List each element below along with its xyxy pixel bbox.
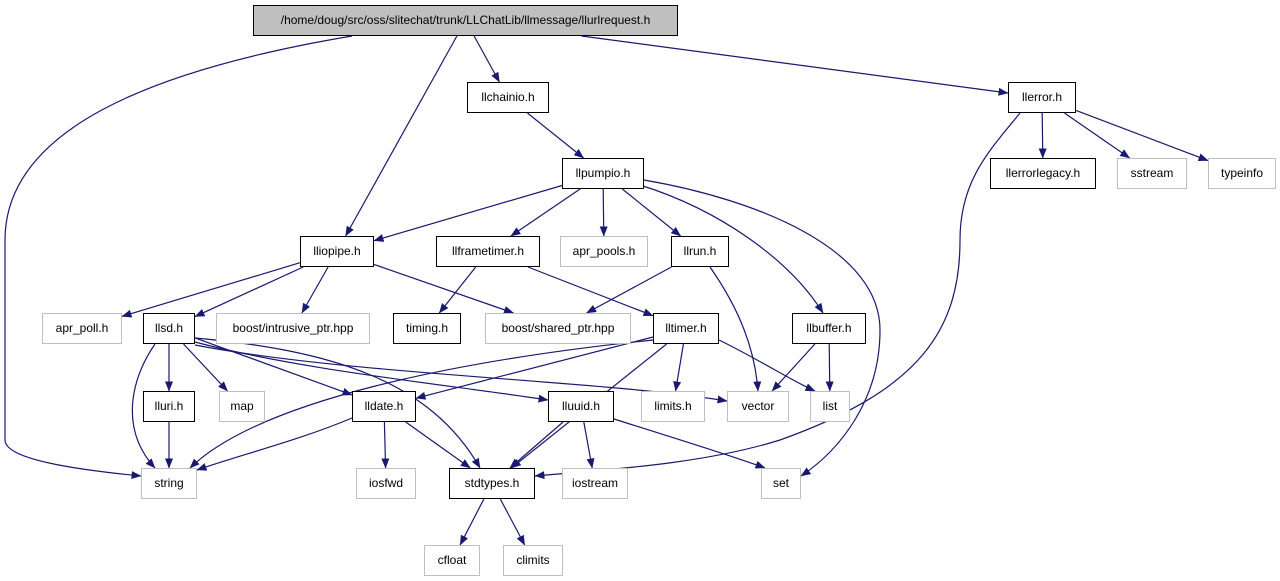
node-llrun[interactable]: llrun.h bbox=[671, 236, 729, 267]
edge-llpumpio-to-llframetimer bbox=[510, 188, 581, 237]
edge-llsd-to-map bbox=[183, 343, 228, 392]
edge-llpumpio-to-set bbox=[643, 179, 881, 477]
node-lliopipe[interactable]: lliopipe.h bbox=[300, 236, 374, 267]
edge-llerror-to-llerrorlegacy bbox=[1038, 112, 1047, 159]
edge-llbuffer-to-list bbox=[825, 343, 834, 392]
edge-lluuid-to-set bbox=[613, 418, 766, 469]
edge-llpumpio-to-llrun bbox=[621, 188, 682, 237]
edge-llurlrequest-to-string bbox=[4, 35, 353, 480]
node-set: set bbox=[761, 468, 801, 499]
edge-lldate-to-stdtypes bbox=[405, 421, 471, 469]
edge-lltimer-to-string bbox=[189, 339, 654, 469]
edge-llframetimer-to-timing bbox=[438, 266, 477, 314]
edge-llpumpio-to-apr-pools bbox=[599, 188, 608, 237]
node-lluri[interactable]: lluri.h bbox=[143, 391, 195, 422]
edge-stdtypes-to-cfloat bbox=[459, 498, 485, 546]
edge-lluuid-to-stdtypes bbox=[509, 421, 564, 469]
node-vector: vector bbox=[727, 391, 789, 422]
node-string: string bbox=[141, 468, 197, 499]
node-llbuffer[interactable]: llbuffer.h bbox=[792, 313, 866, 344]
node-llframetimer[interactable]: llframetimer.h bbox=[436, 236, 540, 267]
node-lltimer[interactable]: lltimer.h bbox=[653, 313, 719, 344]
edge-llsd-to-lldate bbox=[194, 337, 353, 396]
node-stdtypes[interactable]: stdtypes.h bbox=[449, 468, 535, 499]
node-iostream: iostream bbox=[562, 468, 628, 499]
node-limits: limits.h bbox=[641, 391, 705, 422]
edge-llurlrequest-to-llchainio bbox=[473, 35, 500, 83]
node-sstream: sstream bbox=[1117, 158, 1187, 189]
node-iosfwd: iosfwd bbox=[356, 468, 416, 499]
edge-llchainio-to-llpumpio bbox=[527, 112, 584, 159]
edge-llerror-to-stdtypes bbox=[534, 112, 1021, 480]
edge-llerror-to-typeinfo bbox=[1075, 109, 1209, 162]
edge-lluuid-to-iostream bbox=[583, 421, 595, 469]
edge-lliopipe-to-apr-poll bbox=[121, 262, 301, 318]
edge-llframetimer-to-lltimer bbox=[527, 266, 654, 317]
edge-lltimer-to-list bbox=[718, 339, 816, 392]
node-climits: climits bbox=[503, 545, 563, 576]
node-map: map bbox=[219, 391, 265, 422]
edge-llrun-to-shared-ptr bbox=[586, 266, 672, 314]
node-lluuid[interactable]: lluuid.h bbox=[548, 391, 614, 422]
edge-lltimer-to-lldate bbox=[415, 336, 654, 400]
node-lldate[interactable]: lldate.h bbox=[352, 391, 416, 422]
node-list: list bbox=[810, 391, 850, 422]
edge-lldate-to-iosfwd bbox=[381, 421, 390, 469]
node-apr-pools: apr_pools.h bbox=[560, 236, 648, 267]
edge-llurlrequest-to-lliopipe bbox=[345, 35, 458, 237]
node-shared-ptr: boost/shared_ptr.hpp bbox=[485, 313, 631, 344]
edge-llpumpio-to-llbuffer bbox=[639, 184, 824, 314]
edge-llerror-to-sstream bbox=[1064, 112, 1131, 159]
node-typeinfo: typeinfo bbox=[1208, 158, 1276, 189]
edge-llrun-to-vector bbox=[709, 266, 762, 392]
node-cfloat: cfloat bbox=[424, 545, 480, 576]
node-apr-poll: apr_poll.h bbox=[42, 313, 122, 344]
edge-lliopipe-to-llsd bbox=[194, 266, 304, 318]
node-llurlrequest[interactable]: /home/doug/src/oss/slitechat/trunk/LLCha… bbox=[253, 5, 678, 36]
node-timing[interactable]: timing.h bbox=[393, 313, 461, 344]
node-intrusive-ptr: boost/intrusive_ptr.hpp bbox=[216, 313, 370, 344]
node-llpumpio[interactable]: llpumpio.h bbox=[562, 158, 644, 189]
node-llsd[interactable]: llsd.h bbox=[143, 313, 195, 344]
edge-llurlrequest-to-llerror bbox=[581, 35, 1009, 96]
edge-llpumpio-to-lliopipe bbox=[373, 184, 563, 242]
edge-lliopipe-to-intrusive-ptr bbox=[301, 266, 329, 314]
node-llerrorlegacy[interactable]: llerrorlegacy.h bbox=[990, 158, 1096, 189]
edge-lliopipe-to-shared-ptr bbox=[373, 263, 514, 314]
edge-llsd-to-string bbox=[131, 343, 156, 469]
node-llerror[interactable]: llerror.h bbox=[1008, 82, 1076, 113]
edge-lltimer-to-limits bbox=[673, 343, 684, 392]
edge-llbuffer-to-vector bbox=[771, 343, 816, 392]
node-llchainio[interactable]: llchainio.h bbox=[467, 82, 549, 113]
edge-lldate-to-string bbox=[196, 417, 353, 471]
edge-stdtypes-to-climits bbox=[499, 498, 526, 546]
